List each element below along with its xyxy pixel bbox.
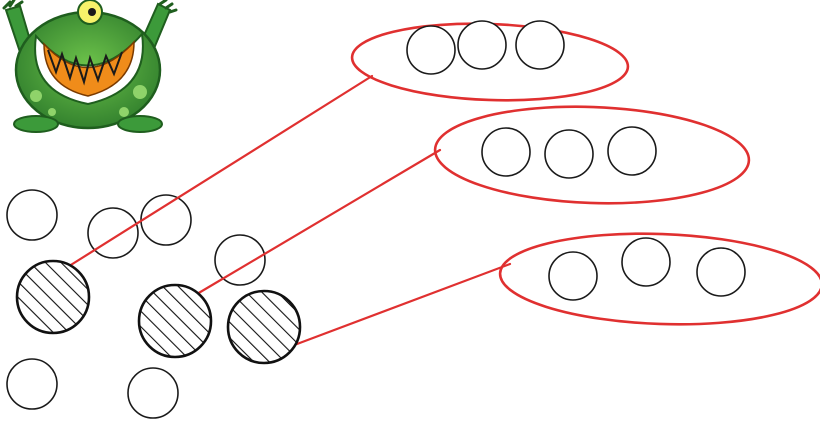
loose-circle [7,359,57,409]
hatched-circle [139,285,211,357]
group-circle [482,128,530,176]
group-circle [622,238,670,286]
hatched-circle [228,291,300,363]
loose-circle [7,190,57,240]
link-line-2 [197,150,440,294]
group-3 [499,228,820,329]
group-circle [545,130,593,178]
link-line-3 [297,264,510,344]
group-1 [351,19,629,105]
loose-circle [141,195,191,245]
group-circle [697,248,745,296]
group-circle [549,252,597,300]
group-circle [407,26,455,74]
green-monster-icon [4,0,176,132]
loose-circle [215,235,265,285]
group-2 [433,102,750,209]
group-circle [516,21,564,69]
hatched-circle [17,261,89,333]
group-circle [458,21,506,69]
group-circle [608,127,656,175]
loose-circle [128,368,178,418]
